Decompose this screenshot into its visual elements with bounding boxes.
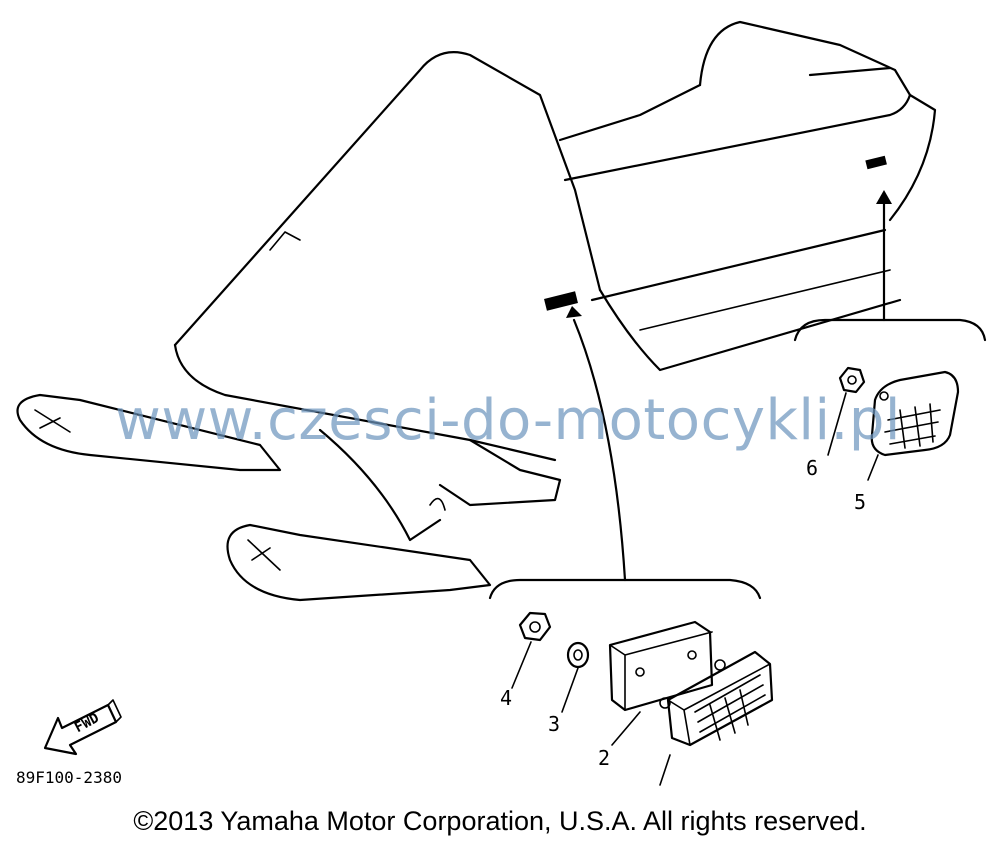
callout-5: 5: [854, 490, 867, 514]
part-4-nut: [518, 611, 552, 642]
group-brackets: [488, 318, 987, 600]
part-2-gasket: [608, 620, 714, 712]
callout-2: 2: [598, 746, 611, 770]
callout-leaders: [511, 392, 847, 746]
part-6-nut: [838, 366, 866, 394]
copyright-notice: ©2013 Yamaha Motor Corporation, U.S.A. A…: [133, 806, 867, 836]
drawing-number: 89F100-2380: [16, 768, 122, 787]
part-1-reflector: [659, 650, 774, 786]
snowmobile-outline: [16, 20, 937, 602]
fwd-arrow-icon: [43, 699, 122, 756]
leader-arrows: [566, 190, 892, 582]
callout-6: 6: [806, 456, 819, 480]
callout-4: 4: [500, 686, 513, 710]
callout-3: 3: [548, 712, 561, 736]
part-5-reflector: [867, 370, 960, 481]
part-3-washer: [566, 641, 590, 669]
watermark-text: www.czesci-do-motocykli.pl: [115, 388, 901, 453]
